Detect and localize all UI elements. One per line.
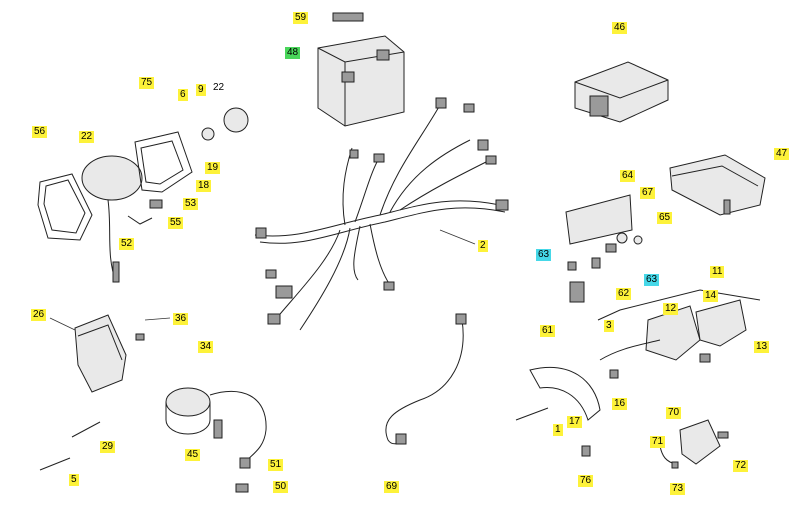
callout-46: 46 [612, 22, 628, 34]
airbox-drawing [669, 154, 766, 216]
callout-11: 11 [710, 266, 725, 278]
callout-55: 55 [168, 217, 184, 229]
callout-61: 61 [540, 325, 556, 337]
callout-34: 34 [198, 341, 214, 353]
callout-67: 67 [640, 187, 656, 199]
callout-53: 53 [183, 198, 199, 210]
callout-5: 5 [69, 474, 79, 486]
callout-50: 50 [273, 481, 289, 493]
callout-62: 62 [616, 288, 632, 300]
callout-18: 18 [196, 180, 212, 192]
callout-1: 1 [553, 424, 563, 436]
ignition-coil-drawing [165, 387, 267, 493]
regulator-drawing [49, 314, 171, 393]
callout-75: 75 [139, 77, 155, 89]
rear-bracket-drawing [515, 366, 619, 421]
callout-12: 12 [663, 303, 679, 315]
callout-70: 70 [666, 407, 682, 419]
callout-51: 51 [268, 459, 284, 471]
callout-59: 59 [293, 12, 309, 24]
battery-drawing [317, 35, 405, 127]
battery-strap-drawing [332, 12, 364, 22]
callout-63-left: 63 [536, 249, 552, 261]
callout-45: 45 [185, 449, 201, 461]
callout-19: 19 [205, 162, 221, 174]
callout-56: 56 [32, 126, 48, 138]
callout-6: 6 [178, 89, 188, 101]
callout-17: 17 [567, 416, 583, 428]
callout-22-left: 22 [79, 131, 95, 143]
callout-29: 29 [100, 441, 116, 453]
callout-48: 48 [285, 47, 301, 59]
callout-22-top: 22 [213, 82, 225, 93]
callout-73: 73 [670, 483, 686, 495]
callout-76: 76 [578, 475, 594, 487]
callout-69: 69 [384, 481, 400, 493]
callout-16: 16 [612, 398, 628, 410]
callout-63-right: 63 [644, 274, 660, 286]
license-light-drawing [581, 419, 729, 469]
callout-47: 47 [774, 148, 790, 160]
sensor-cable-drawing [385, 313, 467, 445]
callout-3: 3 [604, 320, 614, 332]
callout-26: 26 [31, 309, 47, 321]
wiring-harness-drawing [254, 97, 509, 331]
tail-light-drawing [597, 289, 761, 363]
callout-2: 2 [478, 240, 488, 252]
callout-72: 72 [733, 460, 749, 472]
control-unit-drawing [574, 61, 669, 123]
callout-64: 64 [620, 170, 636, 182]
headlight-drawing [37, 107, 249, 283]
relay-group-drawing [565, 194, 643, 303]
callout-65: 65 [657, 212, 673, 224]
cables-drawing [39, 421, 101, 471]
callout-14: 14 [703, 290, 719, 302]
callout-52: 52 [119, 238, 135, 250]
callout-36: 36 [173, 313, 189, 325]
callout-71: 71 [650, 436, 666, 448]
callout-13: 13 [754, 341, 770, 353]
callout-9: 9 [196, 84, 206, 96]
